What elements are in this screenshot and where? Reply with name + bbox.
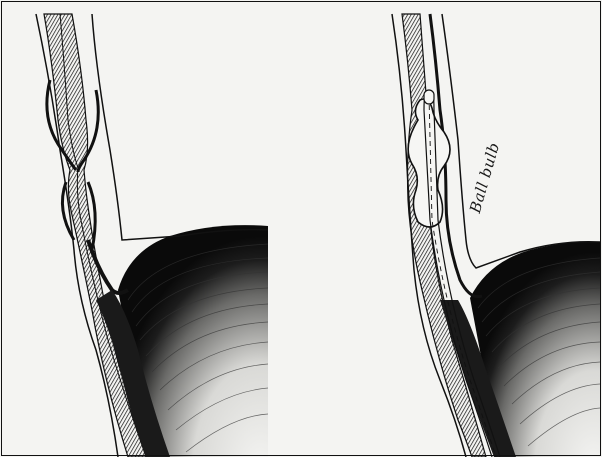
left-panel — [36, 14, 268, 457]
right-panel — [392, 14, 600, 457]
